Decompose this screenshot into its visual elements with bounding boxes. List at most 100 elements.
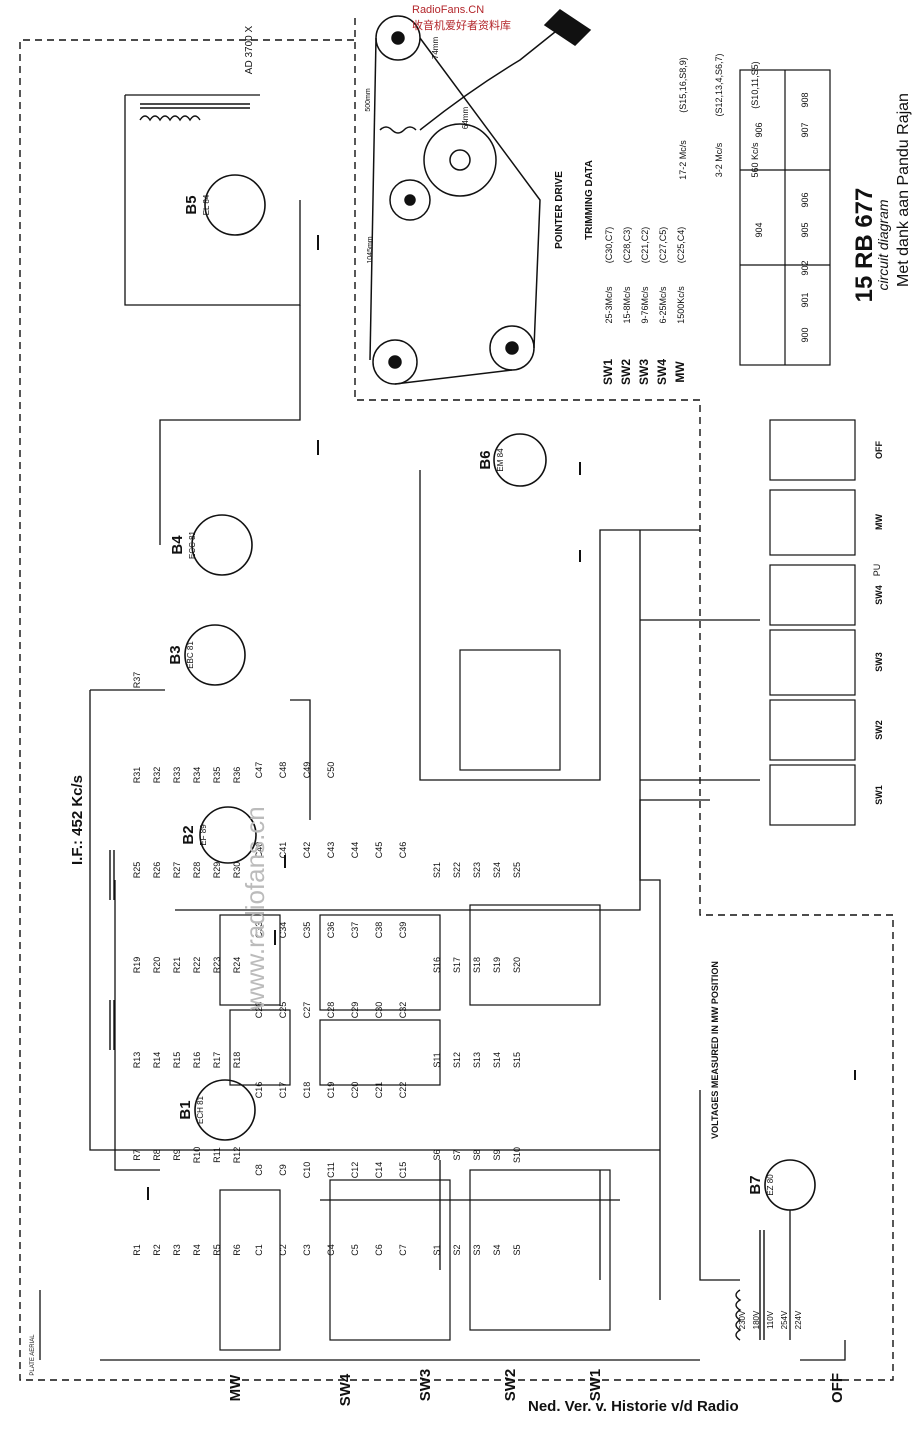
component-label: 224V [794, 1310, 803, 1329]
component-label: S8 [472, 1149, 482, 1160]
band-switch-label: OFF [829, 1373, 846, 1403]
component-label: C27 [302, 1002, 312, 1019]
component-label: R19 [132, 957, 142, 974]
switch-block-label: SW1 [874, 785, 884, 805]
component-label: R17 [212, 1052, 222, 1069]
credit-note: Met dank aan Pandu Rajan [895, 93, 912, 287]
wiring [39, 94, 846, 1361]
component-label: S15 [512, 1052, 522, 1068]
trimming-caps: (C28,C3) [622, 227, 632, 264]
switch-block-label: SW3 [874, 652, 884, 672]
component-label: R37 [132, 672, 142, 689]
footer-credit: Ned. Ver. v. Historie v/d Radio [528, 1398, 739, 1415]
component-label: C5 [350, 1244, 360, 1256]
trimming-range: 15-8Mc/s [622, 286, 632, 324]
component-label: S25 [512, 862, 522, 878]
component-label: R30 [232, 862, 242, 879]
component-label: S23 [472, 862, 482, 878]
component-label: C46 [398, 842, 408, 859]
component-label: S18 [472, 957, 482, 973]
component-label: R3 [172, 1244, 182, 1256]
pointer-drive-label: POINTER DRIVE [554, 171, 565, 249]
legend-code: 906 [754, 122, 764, 137]
component-label: C39 [398, 922, 408, 939]
legend-code: 905 [800, 222, 810, 237]
component-label: C16 [254, 1082, 264, 1099]
component-label: C4 [326, 1244, 336, 1256]
trimming-freq: 560 Kc/s [750, 142, 760, 178]
component-label: R10 [192, 1147, 202, 1164]
trimming-coils: (S15,16,S8,9) [678, 57, 688, 113]
trimming-caps: (C21,C2) [640, 227, 650, 264]
component-label: R15 [172, 1052, 182, 1069]
component-label: C40 [254, 842, 264, 859]
component-label: C45 [374, 842, 384, 859]
tube-id: B7 [747, 1175, 764, 1194]
trimming-band: SW3 [637, 359, 651, 385]
component-label: C21 [374, 1082, 384, 1099]
component-label: R23 [212, 957, 222, 974]
pu-label: PU [872, 564, 882, 577]
component-label: S7 [452, 1149, 462, 1160]
legend-code: 901 [800, 292, 810, 307]
legend-code: 907 [800, 122, 810, 137]
component-label: S4 [492, 1244, 502, 1255]
legend-code: 902 [800, 260, 810, 275]
trimming-band: SW2 [619, 359, 633, 385]
component-label: C36 [326, 922, 336, 939]
trimming-coils: (S10,11,S5) [750, 61, 760, 108]
component-label: C37 [350, 922, 360, 939]
tube-type: EBC 81 [186, 641, 195, 669]
component-label: S3 [472, 1244, 482, 1255]
component-label: R2 [152, 1244, 162, 1256]
watermark-subtitle: 收音机爱好者资料库 [412, 20, 511, 32]
ground-symbols [147, 235, 856, 1200]
tube-b3 [184, 624, 246, 686]
component-label: R18 [232, 1052, 242, 1069]
legend-code: 900 [800, 327, 810, 342]
component-label: R9 [172, 1149, 182, 1161]
component-label: C35 [302, 922, 312, 939]
component-label: C33 [254, 922, 264, 939]
trimming-range: 25-3Mc/s [604, 286, 614, 324]
component-label: R20 [152, 957, 162, 974]
component-label: C15 [398, 1162, 408, 1179]
tube-b1 [194, 1079, 256, 1141]
trimming-title: TRIMMING DATA [584, 160, 595, 240]
tube-id: B2 [180, 825, 197, 844]
component-label: R11 [212, 1147, 222, 1163]
trimming-freq: 3-2 Mc/s [714, 142, 724, 177]
component-label: R24 [232, 957, 242, 974]
tube-id: B4 [169, 535, 186, 555]
component-label: R36 [232, 767, 242, 784]
tube-id: B3 [167, 645, 184, 664]
trimming-band: MW [673, 361, 687, 383]
component-label: C28 [326, 1002, 336, 1019]
watermark-site: RadioFans.CN [412, 4, 485, 16]
transformer-symbols [109, 103, 765, 1341]
component-label: S12 [452, 1052, 462, 1068]
component-label: R4 [192, 1244, 202, 1256]
component-label: C6 [374, 1244, 384, 1256]
component-label: S24 [492, 862, 502, 878]
band-switch-label: SW2 [502, 1369, 519, 1402]
component-label: C1 [254, 1244, 264, 1256]
component-label: S2 [452, 1244, 462, 1255]
component-label: R33 [172, 767, 182, 784]
component-label: S16 [432, 957, 442, 973]
component-label: C19 [326, 1082, 336, 1099]
tube-type: EL 84 [202, 194, 211, 215]
component-label: C23 [254, 1002, 264, 1019]
component-label: C47 [254, 762, 264, 779]
component-label: S17 [452, 957, 462, 973]
dimension-500: 500mm [365, 88, 372, 112]
component-label: R7 [132, 1149, 142, 1161]
component-label: S6 [432, 1149, 442, 1160]
component-label: R6 [232, 1244, 242, 1256]
chassis-outline [19, 18, 894, 1381]
switch-block-grid [739, 69, 856, 826]
band-switch-label: SW4 [337, 1373, 354, 1406]
component-label: C32 [398, 1002, 408, 1019]
